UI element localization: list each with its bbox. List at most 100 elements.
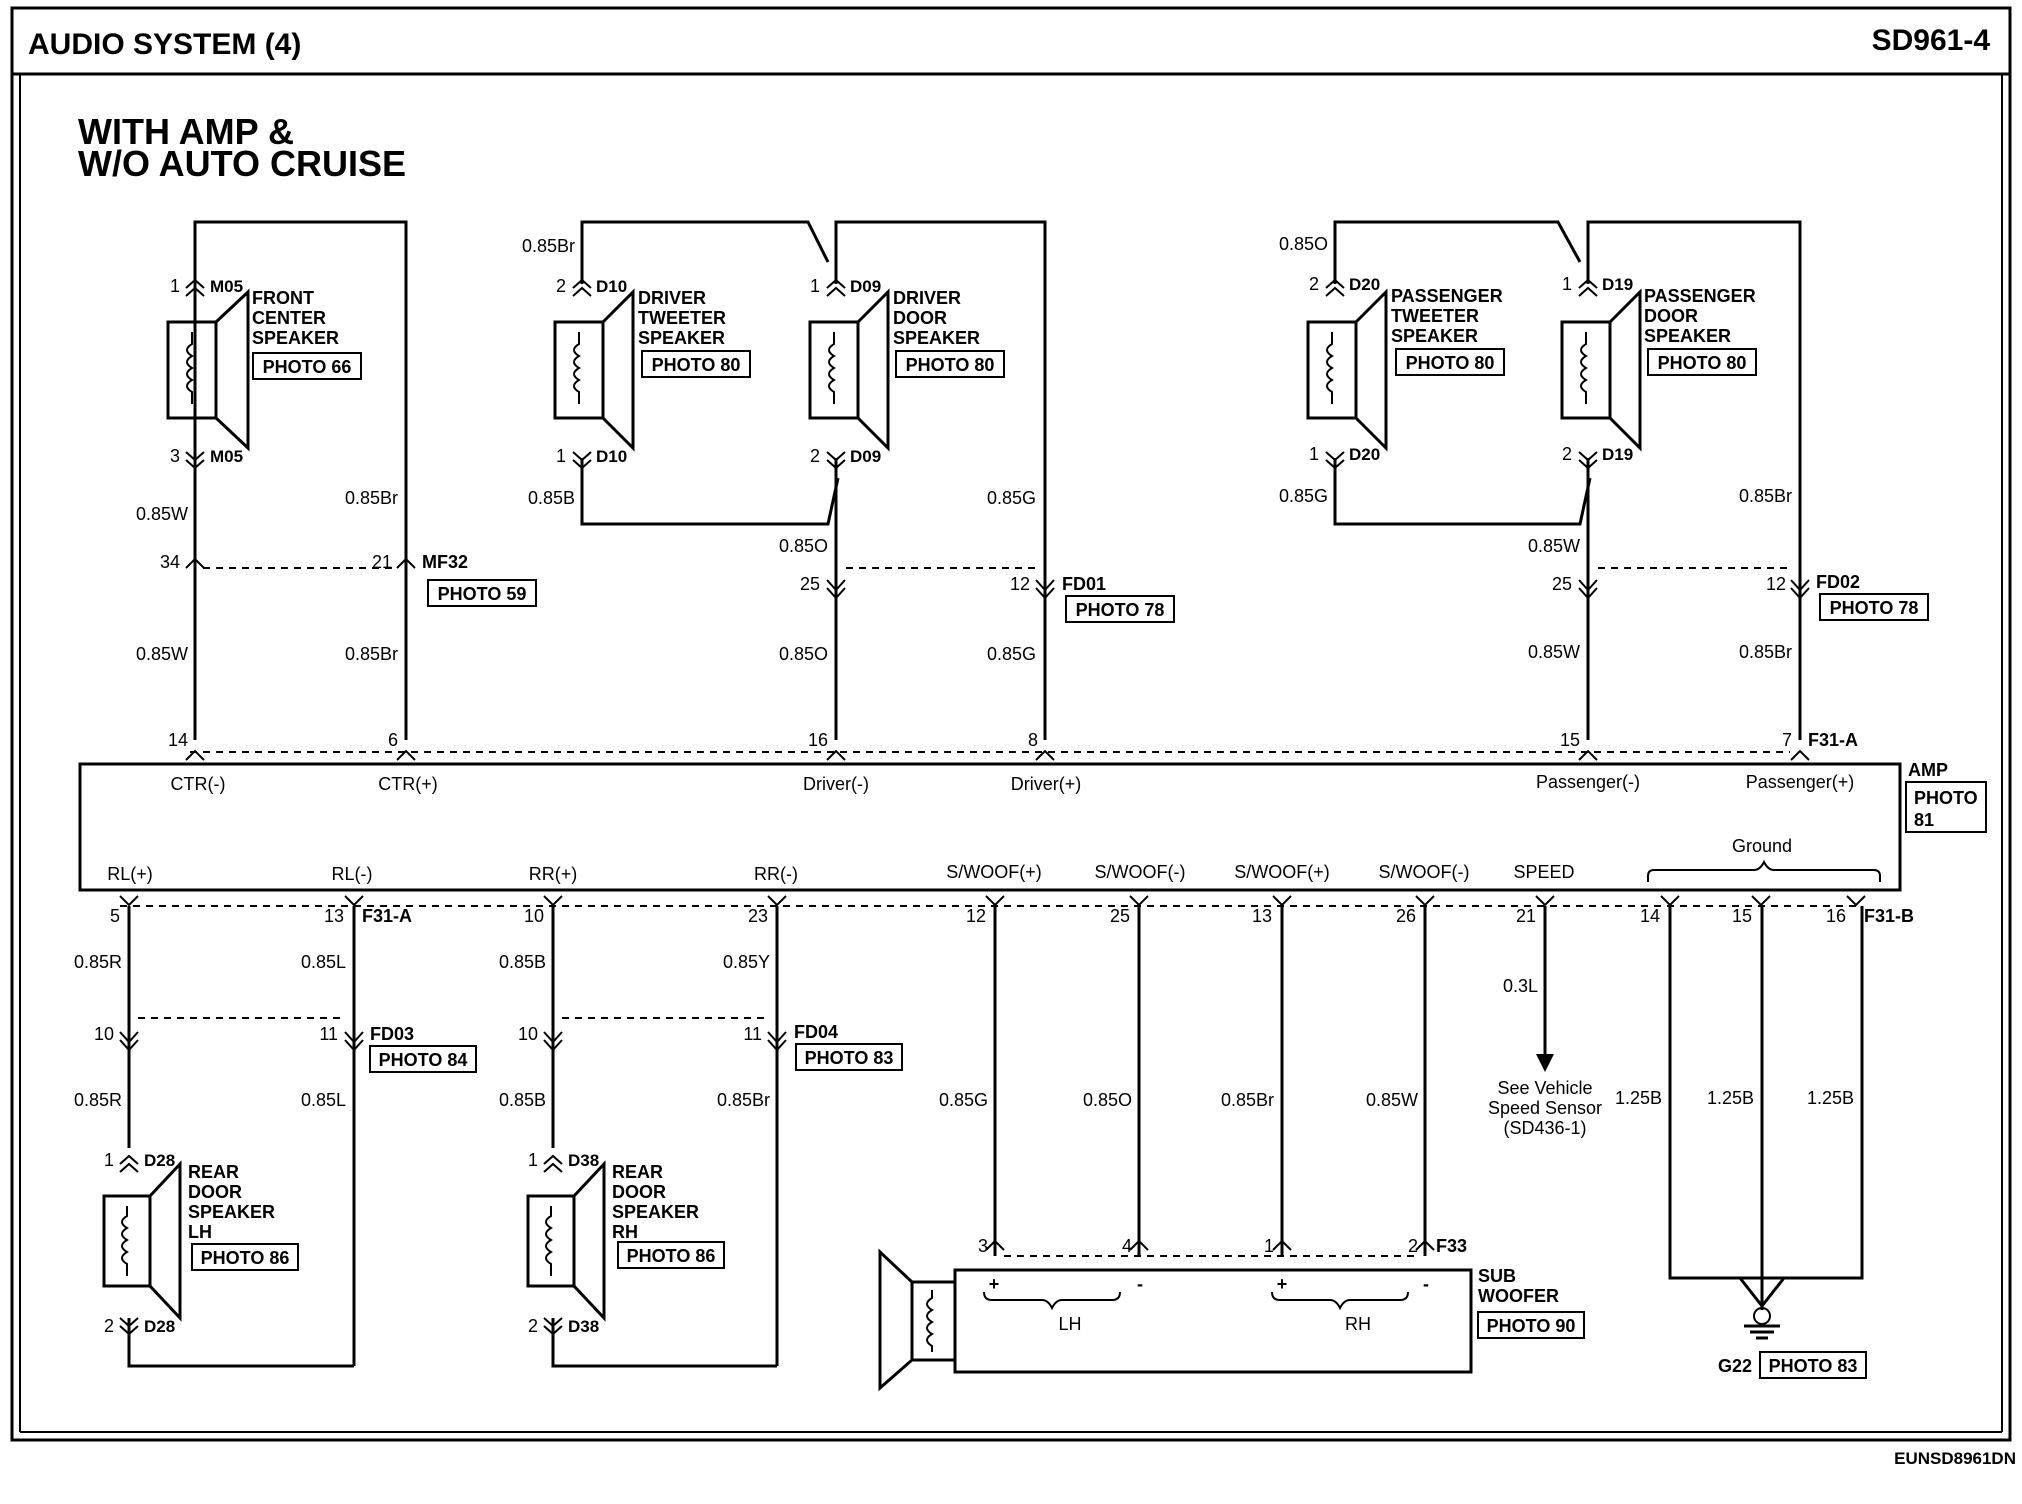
passenger-speaker-circuit [1306,220,1810,740]
front-center-wire-right-a: 0.85Br [345,488,398,508]
front-center-pin-bottom: 3 [170,446,180,466]
front-center-name-1: FRONT [252,288,314,308]
driver-door-pin-bottom: 2 [810,446,820,466]
front-center-name-3: SPEAKER [252,328,339,348]
fd01-pin-right: 12 [1010,574,1030,594]
rear-lh-pin-bottom: 2 [104,1316,114,1336]
driver-tweeter-conn-top: D10 [596,277,627,296]
subwoofer-wire-3: 0.85Br [1221,1090,1274,1110]
rear-lh-wire-left-a: 0.85R [74,952,122,972]
rear-lh-speaker-circuit [102,906,364,1368]
fd04-label: FD04 [794,1022,838,1042]
driver-tweeter-conn-bottom: D10 [596,447,627,466]
amp-pin-speed: 21 [1516,906,1536,926]
ground-circuit [1668,906,1864,1340]
subwoofer-name-1: SUB [1478,1266,1516,1286]
rear-rh-name-2: DOOR [612,1182,666,1202]
rear-rh-name-3: SPEAKER [612,1202,699,1222]
amp-pin-passenger-neg: 15 [1560,730,1580,750]
frame [10,6,2012,1442]
amp-pin-rr-pos: 10 [524,906,544,926]
subwoofer-icon [878,1248,957,1392]
mf32-pin-right: 21 [372,552,392,572]
passenger-tweeter-wire-bottom: 0.85G [1279,486,1328,506]
passenger-door-speaker-icon [1560,288,1642,452]
subwoofer-photo: PHOTO 90 [1487,1316,1576,1336]
rear-rh-name-1: REAR [612,1162,663,1182]
rear-lh-speaker-icon [102,1160,182,1322]
driver-door-name-2: DOOR [893,308,947,328]
amp-photo-2: 81 [1914,810,1934,830]
driver-tweeter-name-2: TWEETER [638,308,726,328]
amp-bottom-connector-b: F31-B [1864,906,1914,926]
amp-term-rl-pos: RL(+) [107,864,153,884]
driver-door-speaker-icon [808,288,890,452]
amp-term-swoof-2: S/WOOF(-) [1095,862,1186,882]
passenger-tweeter-name-1: PASSENGER [1391,286,1503,306]
ground-wire-3: 1.25B [1807,1088,1854,1108]
rear-lh-wire-right-b: 0.85L [301,1090,346,1110]
passenger-tweeter-wire-top: 0.85O [1279,234,1328,254]
ground-point-photo: PHOTO 83 [1769,1356,1858,1376]
subwoofer-rh-minus: - [1423,1274,1429,1294]
subwoofer-circuit [878,906,1473,1392]
subwoofer-lh-plus: + [989,1274,1000,1294]
ground-icon [1744,1307,1780,1340]
footer-code: EUNSD8961DN [1894,1449,2016,1468]
amp-pin-swoof-4: 26 [1396,906,1416,926]
front-center-photo: PHOTO 66 [263,357,352,377]
ground-wire-2: 1.25B [1707,1088,1754,1108]
passenger-tweeter-conn-bottom: D20 [1349,445,1380,464]
passenger-tweeter-conn-top: D20 [1349,275,1380,294]
rear-lh-wire-left-b: 0.85R [74,1090,122,1110]
driver-tweeter-speaker-icon [553,288,635,452]
amp-term-driver-neg: Driver(-) [803,774,869,794]
driver-door-wire-left-a: 0.85O [779,536,828,556]
rear-lh-photo: PHOTO 86 [201,1248,290,1268]
fd01-pin-left: 25 [800,574,820,594]
amp-bottom-pin-marks [119,895,1866,907]
fd02-pin-right: 12 [1766,574,1786,594]
rear-rh-wire-left-a: 0.85B [499,952,546,972]
amp-pin-passenger-pos: 7 [1782,730,1792,750]
fd03-label: FD03 [370,1024,414,1044]
amp-term-swoof-3: S/WOOF(+) [1234,862,1330,882]
rear-rh-conn-bottom: D38 [568,1317,599,1336]
amp-top-pin-marks [185,749,1810,761]
speed-signal [1536,906,1554,1072]
passenger-door-wire-right-b: 0.85Br [1739,642,1792,662]
rear-rh-name-4: RH [612,1222,638,1242]
amp-term-swoof-4: S/WOOF(-) [1379,862,1470,882]
rear-rh-photo: PHOTO 86 [627,1246,716,1266]
fd01-label: FD01 [1062,574,1106,594]
passenger-tweeter-speaker-icon [1306,288,1388,452]
subwoofer-pin-2: 4 [1122,1236,1132,1256]
subwoofer-rh-label: RH [1345,1314,1371,1334]
driver-tweeter-name-1: DRIVER [638,288,706,308]
driver-tweeter-pin-bottom: 1 [556,446,566,466]
fd03-pin-left: 10 [94,1024,114,1044]
amp-top-connector: F31-A [1808,730,1858,750]
passenger-door-pin-top: 1 [1562,274,1572,294]
amp-pin-rr-neg: 23 [748,906,768,926]
amp-term-rr-neg: RR(-) [754,864,798,884]
front-center-speaker-icon [166,288,250,452]
amp-term-driver-pos: Driver(+) [1011,774,1082,794]
subwoofer-connector: F33 [1436,1236,1467,1256]
amp-pin-swoof-3: 13 [1252,906,1272,926]
driver-tweeter-name-3: SPEAKER [638,328,725,348]
diagram-title: AUDIO SYSTEM (4) [28,28,301,61]
front-center-conn-bottom: M05 [210,447,243,466]
fd02-label: FD02 [1816,572,1860,592]
amp-pin-ctr-neg: 14 [168,730,188,750]
amp-pin-driver-pos: 8 [1028,730,1038,750]
rear-rh-wire-right-b: 0.85Br [717,1090,770,1110]
front-center-wire-left-b: 0.85W [136,644,188,664]
amp-pin-ground-1: 14 [1640,906,1660,926]
fd02-pin-left: 25 [1552,574,1572,594]
driver-door-wire-right-a: 0.85G [987,488,1036,508]
rear-lh-pin-top: 1 [104,1150,114,1170]
variant-heading-line1: WITH AMP & [78,111,294,152]
driver-door-name-3: SPEAKER [893,328,980,348]
speed-note-2: Speed Sensor [1488,1098,1602,1118]
